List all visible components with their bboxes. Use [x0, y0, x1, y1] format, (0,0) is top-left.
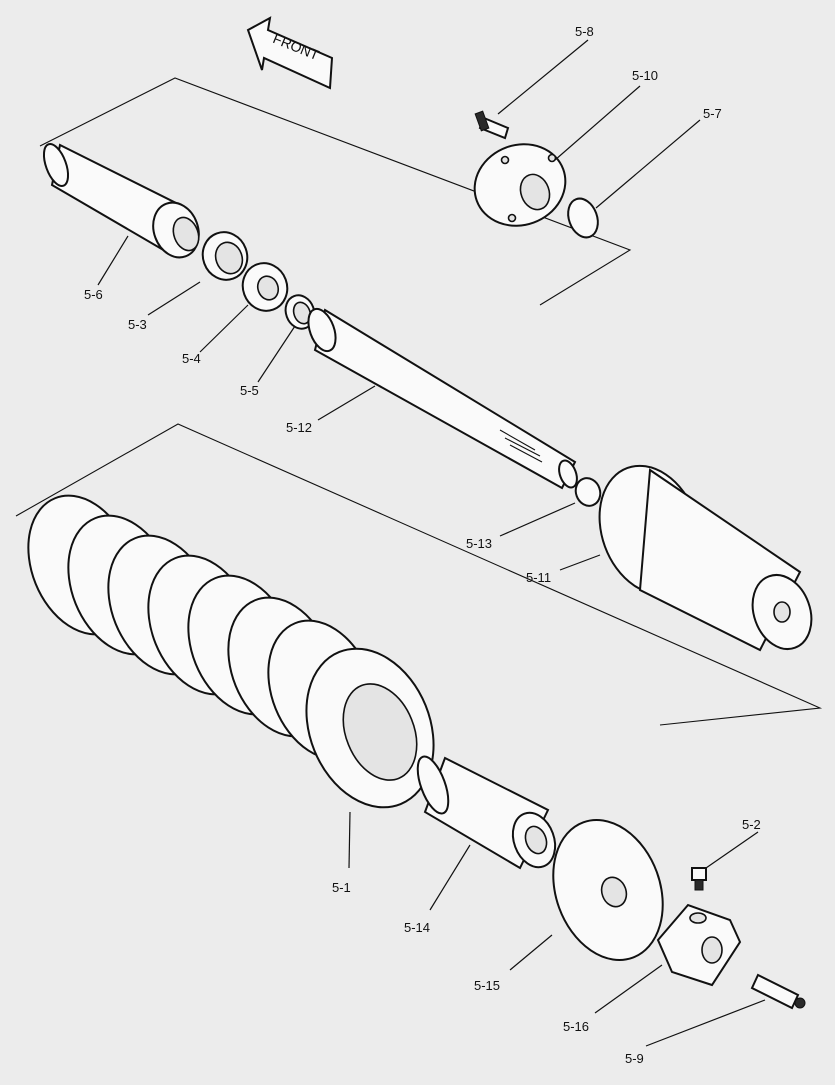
upper-group-bracket: [39, 77, 632, 306]
flange-part: [473, 143, 567, 227]
callout-5-5: 5-5: [240, 383, 259, 398]
callout-5-16: 5-16: [563, 1019, 589, 1034]
outer-tube-part: [42, 143, 200, 259]
cylinder-part: [598, 464, 813, 652]
callout-5-7: 5-7: [703, 106, 722, 121]
washer-part: [241, 262, 289, 312]
sleeve-part: [416, 755, 557, 870]
bolt-part: [474, 110, 510, 140]
callout-5-10: 5-10: [632, 68, 658, 83]
coil-spring-part: [27, 494, 435, 809]
snap-ring-part: [284, 294, 316, 330]
leader-lines: [97, 39, 766, 1047]
flange-seal-ring-part: [567, 197, 599, 239]
callout-5-2: 5-2: [742, 817, 761, 832]
callout-5-11: 5-11: [526, 570, 551, 585]
end-plate-part: [552, 819, 664, 961]
callout-5-12: 5-12: [286, 420, 312, 435]
plug-part: [691, 867, 707, 891]
callout-5-3: 5-3: [128, 317, 147, 332]
callout-5-6: 5-6: [84, 287, 103, 302]
lower-group-bracket: [15, 423, 823, 726]
callout-5-15: 5-15: [474, 978, 500, 993]
split-ring-part: [201, 231, 249, 281]
o-ring-part: [574, 477, 602, 507]
front-arrow: FRONT: [246, 16, 334, 90]
callout-5-13: 5-13: [466, 536, 492, 551]
callout-5-4: 5-4: [182, 351, 201, 366]
hex-block-part: [656, 903, 742, 987]
rod-part: [307, 307, 578, 490]
callout-5-9: 5-9: [625, 1051, 644, 1066]
callout-5-8: 5-8: [575, 24, 594, 39]
grease-fitting-part: [750, 973, 806, 1010]
callout-5-1: 5-1: [332, 880, 351, 895]
callout-5-14: 5-14: [404, 920, 430, 935]
